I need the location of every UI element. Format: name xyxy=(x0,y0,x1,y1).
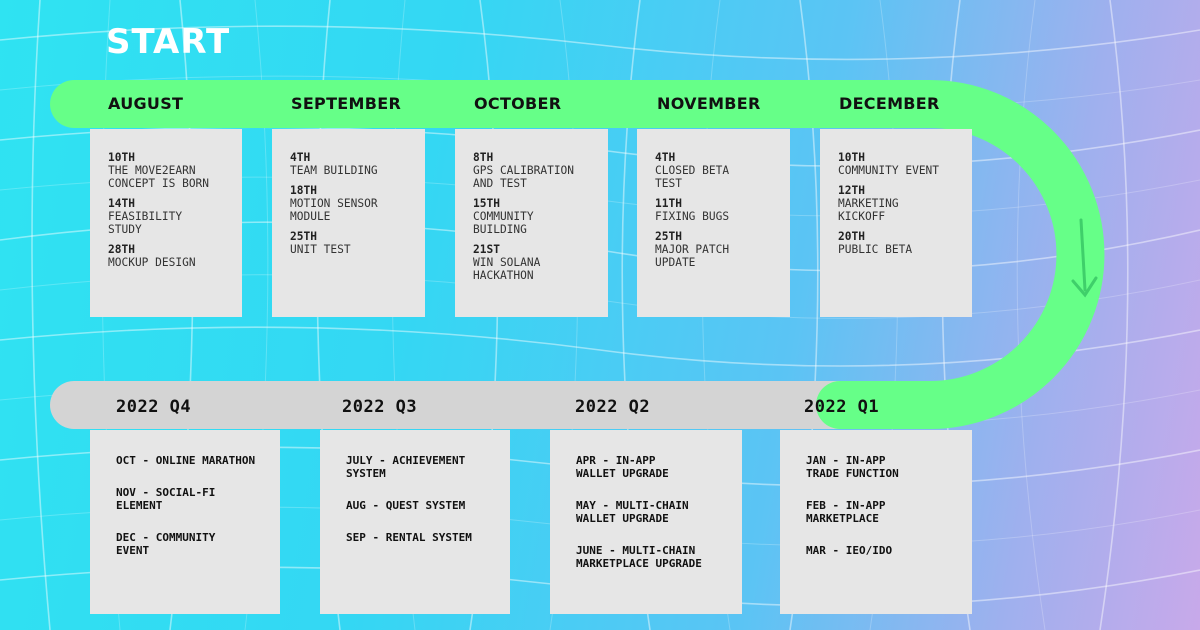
month-october: OCTOBER xyxy=(474,94,562,113)
quarter-item: DEC - COMMUNITY EVENT xyxy=(116,531,216,557)
quarter-item: SEP - RENTAL SYSTEM xyxy=(346,531,472,544)
green-track xyxy=(50,80,1105,429)
quarter-item: MAY - MULTI-CHAIN WALLET UPGRADE xyxy=(576,499,689,525)
card-2022-q4: OCT - ONLINE MARATHON NOV - SOCIAL-FI EL… xyxy=(90,430,280,614)
quarter-item: JUNE - MULTI-CHAIN MARKETPLACE UPGRADE xyxy=(576,544,702,570)
card-2022-q3: JULY - ACHIEVEMENT SYSTEM AUG - QUEST SY… xyxy=(320,430,510,614)
quarter-2022-q2: 2022 Q2 xyxy=(575,397,651,417)
start-label: START xyxy=(106,22,231,62)
month-november: NOVEMBER xyxy=(657,94,761,113)
quarter-2022-q3: 2022 Q3 xyxy=(342,397,418,417)
quarter-item: JULY - ACHIEVEMENT SYSTEM xyxy=(346,454,466,480)
quarter-item: AUG - QUEST SYSTEM xyxy=(346,499,466,512)
quarter-2022-q1: 2022 Q1 xyxy=(804,397,880,417)
arrow-icon xyxy=(1071,218,1098,298)
quarter-item: APR - IN-APP WALLET UPGRADE xyxy=(576,454,669,480)
month-december: DECEMBER xyxy=(839,94,940,113)
quarter-item: OCT - ONLINE MARATHON xyxy=(116,454,256,467)
quarter-item: FEB - IN-APP MARKETPLACE xyxy=(806,499,886,525)
month-august: AUGUST xyxy=(108,94,184,113)
month-september: SEPTEMBER xyxy=(291,94,402,113)
quarter-item: MAR - IEO/IDO xyxy=(806,544,893,557)
quarter-2022-q4: 2022 Q4 xyxy=(116,397,192,417)
card-2022-q1: JAN - IN-APP TRADE FUNCTION FEB - IN-APP… xyxy=(780,430,972,614)
quarter-item: JAN - IN-APP TRADE FUNCTION xyxy=(806,454,899,480)
quarter-item: NOV - SOCIAL-FI ELEMENT xyxy=(116,486,216,512)
card-2022-q2: APR - IN-APP WALLET UPGRADE MAY - MULTI-… xyxy=(550,430,742,614)
